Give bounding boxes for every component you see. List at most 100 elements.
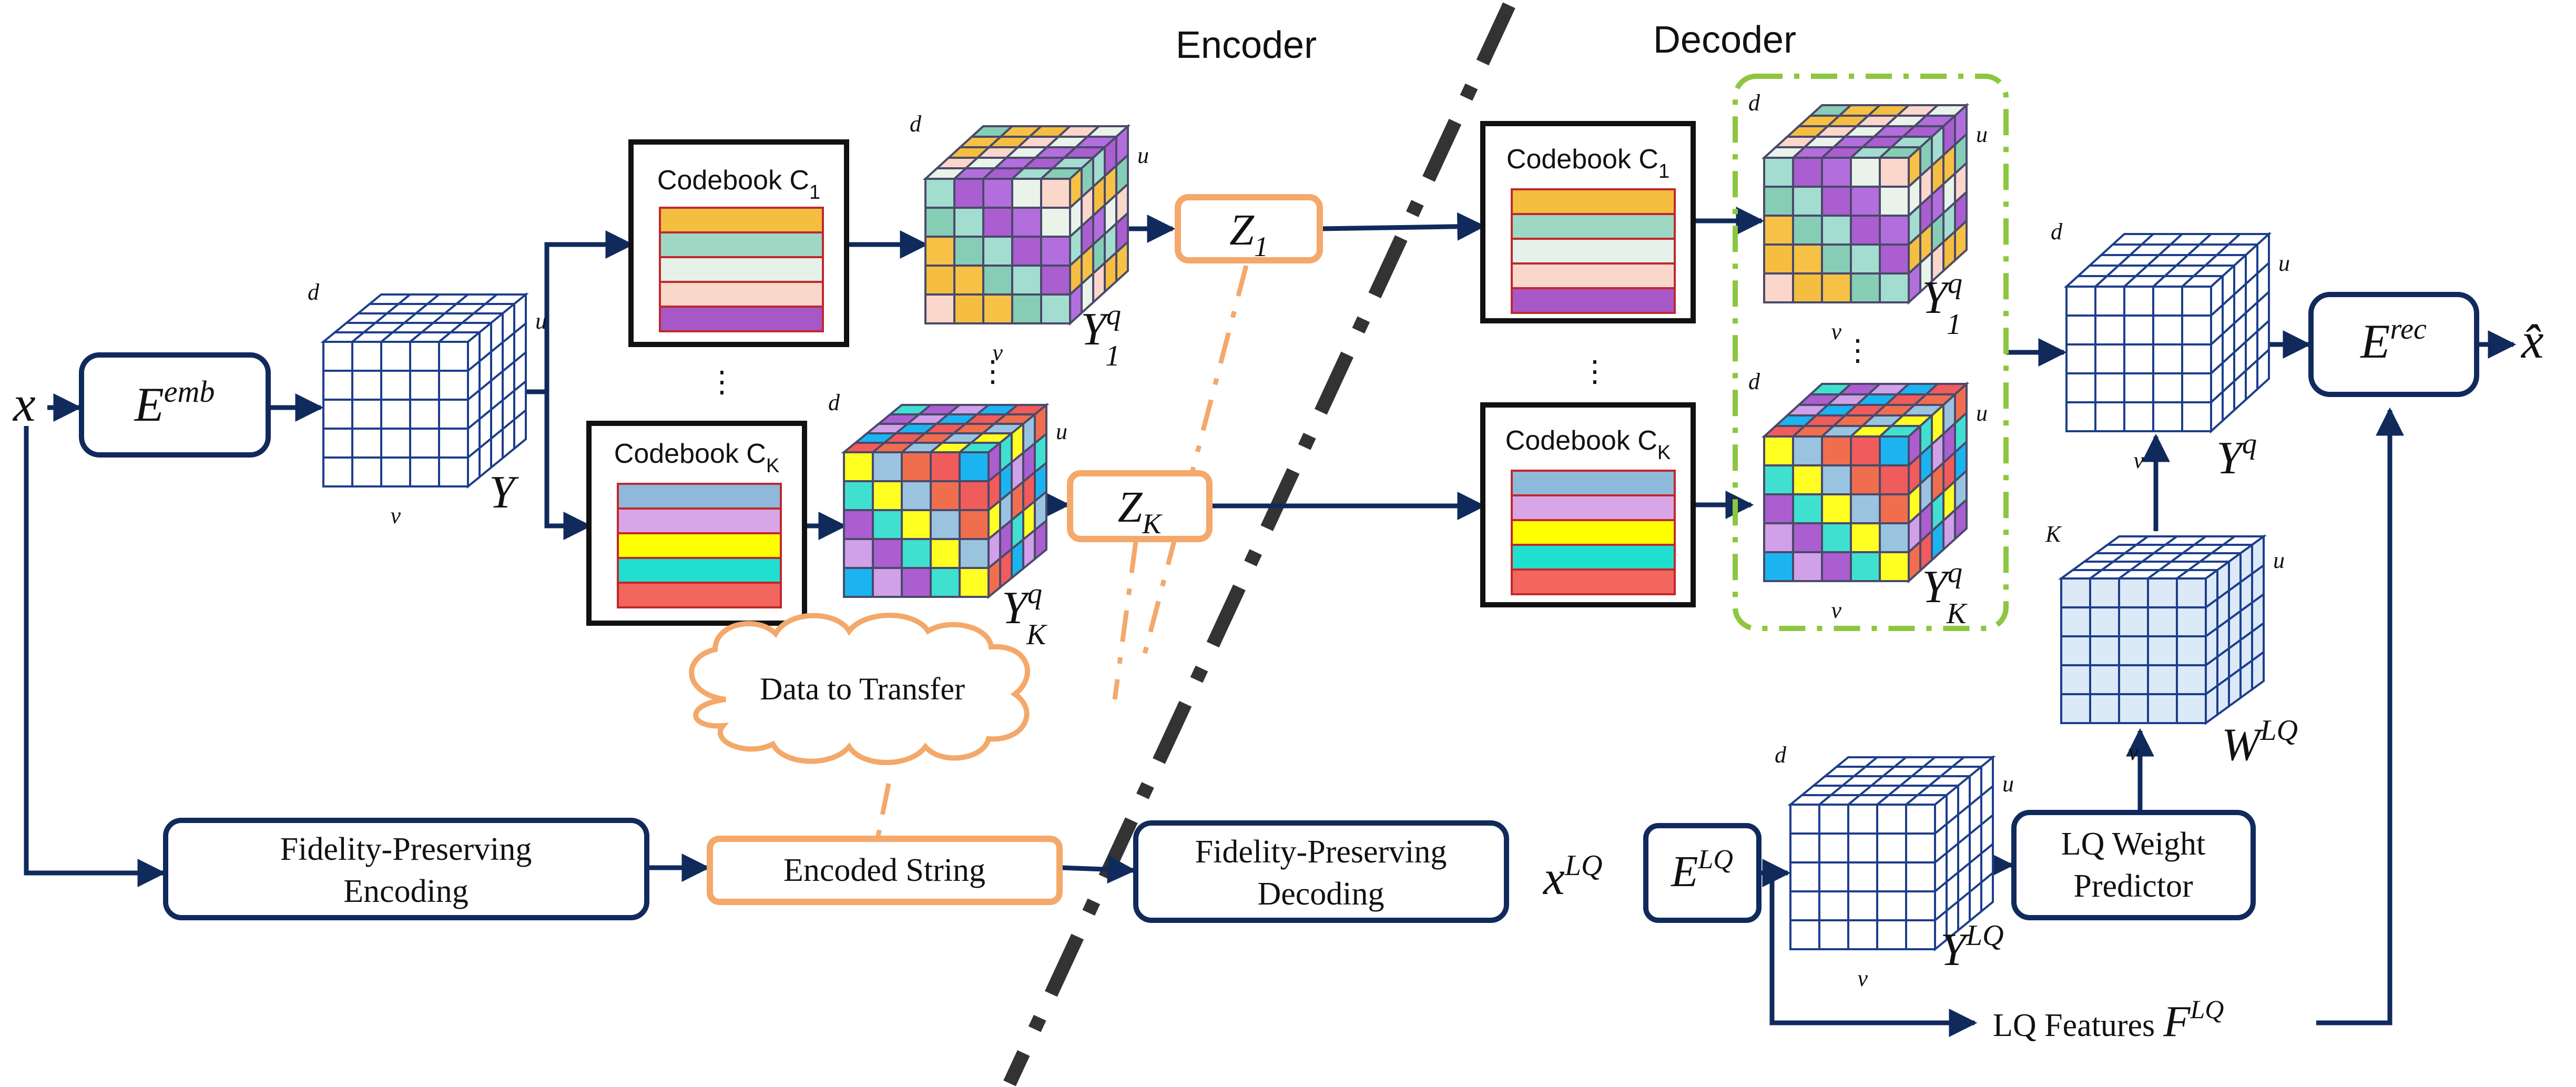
cube-cell xyxy=(1905,861,1936,892)
cube-cell xyxy=(1980,870,1994,914)
axis-u-label: u xyxy=(1976,400,1988,426)
cube-cell xyxy=(1879,272,1910,303)
cube-cell xyxy=(1763,215,1794,246)
axis-v-label: v xyxy=(1831,597,1842,623)
cube-cell xyxy=(351,456,382,487)
cube-cell xyxy=(872,480,903,511)
x-lq-label: xLQ xyxy=(1542,849,1602,905)
cube-cell xyxy=(2176,635,2207,666)
cube-cell xyxy=(930,509,961,540)
cube-cell xyxy=(380,370,411,401)
codebook-entry xyxy=(659,306,824,332)
cube-cell xyxy=(2147,693,2178,724)
cube-cell xyxy=(1763,157,1794,188)
cube-cell xyxy=(2152,314,2183,346)
codebook-ck-encoder-label: Codebook CK xyxy=(614,439,779,477)
cube-cell xyxy=(953,178,984,209)
codebook-entry xyxy=(1511,287,1676,314)
encoder-decoder-divider xyxy=(1003,2,1515,1086)
cube-cell xyxy=(1850,272,1881,303)
cube-cell xyxy=(2123,372,2154,403)
ellipsis-yq-encoder: ⋮ xyxy=(978,354,1007,388)
cube-cell xyxy=(1879,186,1910,217)
cube-cell xyxy=(2094,343,2125,374)
codebook-entry xyxy=(617,557,782,584)
cube-cell xyxy=(1792,157,1823,188)
codebook-entry xyxy=(659,207,824,233)
cube-cell xyxy=(1821,551,1852,582)
cube-cell xyxy=(1011,265,1042,296)
ellipsis-yq-decoder: ⋮ xyxy=(1843,333,1872,367)
cube-cell xyxy=(1792,215,1823,246)
cube-cell xyxy=(2065,343,2096,374)
cube-cell xyxy=(843,451,874,482)
cube-cell xyxy=(1905,804,1936,835)
cube-cell xyxy=(1821,215,1852,246)
cube-cell xyxy=(843,567,874,598)
cube-cell xyxy=(1789,890,1820,921)
cube-cell xyxy=(2147,577,2178,608)
cube-cell xyxy=(1847,832,1878,863)
cube-cell xyxy=(930,451,961,482)
cube-cell xyxy=(1821,243,1852,275)
axis-v-label: v xyxy=(1831,319,1842,344)
cube-cell xyxy=(409,399,440,430)
cube-cell xyxy=(2094,401,2125,432)
codebook-entry xyxy=(659,256,824,283)
tensor-wlq-label: WLQ xyxy=(2222,714,2298,770)
cube-cell xyxy=(1818,804,1849,835)
decoded-yq-group xyxy=(1733,74,2009,631)
cube-cell xyxy=(1850,186,1881,217)
codebook-entry xyxy=(1511,568,1676,595)
cube-cell xyxy=(2176,693,2207,724)
cube-cell xyxy=(322,456,353,487)
cube-cell xyxy=(2176,664,2207,695)
cube-cell xyxy=(953,236,984,267)
cube-cell xyxy=(2123,401,2154,432)
cube-cell xyxy=(2060,693,2091,724)
cube-cell xyxy=(2176,606,2207,637)
cube-cell xyxy=(959,509,990,540)
cube-cell xyxy=(1011,293,1042,324)
cube-cell xyxy=(1879,493,1910,524)
axis-d-label: K xyxy=(2045,521,2062,547)
cube-cell xyxy=(409,428,440,459)
cube-cell xyxy=(1821,522,1852,553)
cube-cell xyxy=(1879,551,1910,582)
lq-weight-predictor-box xyxy=(2011,810,2256,920)
tensor-y-label: Y xyxy=(489,467,519,518)
lq-weight-predictor-line1: LQ Weight xyxy=(2061,826,2206,862)
tensor-yq-cube: duv xyxy=(2051,219,2290,473)
axis-u-label: u xyxy=(535,308,547,334)
cube-cell xyxy=(1876,919,1907,950)
codebook-c1-decoder-label: Codebook C1 xyxy=(1506,144,1669,182)
codebook-entry xyxy=(1511,188,1676,215)
cube-cell xyxy=(380,399,411,430)
cube-cell xyxy=(924,265,955,296)
cube-cell xyxy=(2123,314,2154,346)
ellipsis-codebooks-encoder: ⋮ xyxy=(707,365,737,398)
cube-cell xyxy=(843,538,874,569)
cube-cell xyxy=(901,451,932,482)
index-z1-label: Z1 xyxy=(1229,206,1268,262)
cube-cell xyxy=(1850,493,1881,524)
cube-cell xyxy=(1876,804,1907,835)
cube-cell xyxy=(1905,832,1936,863)
axis-v-label: v xyxy=(2129,739,2139,765)
cube-cell xyxy=(2060,635,2091,666)
cube-cell xyxy=(1821,272,1852,303)
axis-d-label: d xyxy=(308,279,320,305)
cube-cell xyxy=(1763,464,1794,495)
tensor-y-cube: duv xyxy=(308,279,547,529)
cube-cell xyxy=(409,456,440,487)
cube-cell xyxy=(380,341,411,372)
cube-cell xyxy=(1850,215,1881,246)
codebook-c1-decoder-rows xyxy=(1511,188,1676,314)
cube-cell xyxy=(2176,577,2207,608)
codebook-entry xyxy=(1511,470,1676,496)
cube-cell xyxy=(1792,435,1823,466)
axis-d-label: d xyxy=(910,111,922,137)
reconstruction-decoder-box xyxy=(2308,292,2479,397)
